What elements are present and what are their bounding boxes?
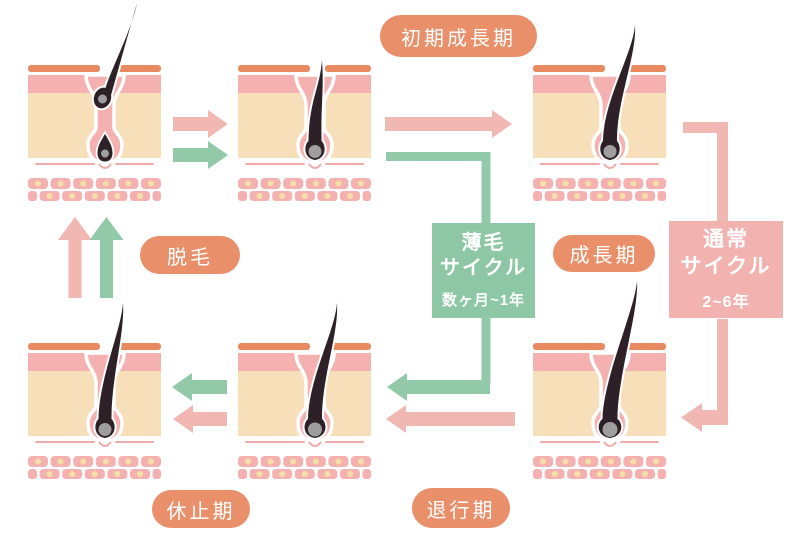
arrow-left-pink-bottom-1 (386, 405, 515, 433)
arrow-left-pink-bottom-2 (173, 405, 227, 433)
arrow-right-green-top-1 (173, 141, 228, 169)
normal-cycle-title-line2: サイクル (680, 254, 772, 278)
label-growth-phase: 成長期 (553, 235, 655, 272)
arrow-right-pink-top-1 (173, 110, 228, 138)
follicle-shedding-icon (28, 0, 161, 201)
normal-cycle-line-upper (683, 122, 728, 221)
label-early-growth-phase: 初期成長期 (380, 15, 537, 57)
normal-cycle-line-lower (681, 319, 728, 432)
normal-cycle-box: 通常 サイクル 2~6年 (669, 221, 783, 318)
follicle-regression-icon (238, 273, 371, 479)
follicle-growth-icon (533, 0, 666, 201)
follicle-late-regression-icon (533, 273, 666, 479)
thinning-cycle-title-line1: 薄毛 (461, 232, 506, 254)
thinning-cycle-line-lower (387, 318, 491, 401)
thinning-cycle-box: 薄毛 サイクル 数ヶ月~1年 (432, 223, 535, 318)
thinning-cycle-duration: 数ヶ月~1年 (441, 292, 526, 309)
label-regression-phase: 退行期 (412, 488, 510, 528)
arrow-left-green-bottom (172, 373, 227, 401)
arrow-up-green (89, 217, 124, 298)
normal-cycle-title-line1: 通常 (703, 228, 749, 252)
follicle-early-growth-icon (238, 0, 371, 201)
arrow-up-pink (58, 217, 92, 298)
thinning-cycle-title-line2: サイクル (440, 257, 527, 279)
normal-cycle-duration: 2~6年 (702, 293, 750, 311)
label-resting-phase: 休止期 (152, 490, 250, 528)
follicle-resting-icon (28, 273, 161, 479)
thinning-cycle-line-upper (386, 152, 491, 223)
label-shedding: 脱毛 (140, 236, 240, 274)
arrow-right-pink-top-2 (385, 110, 512, 138)
